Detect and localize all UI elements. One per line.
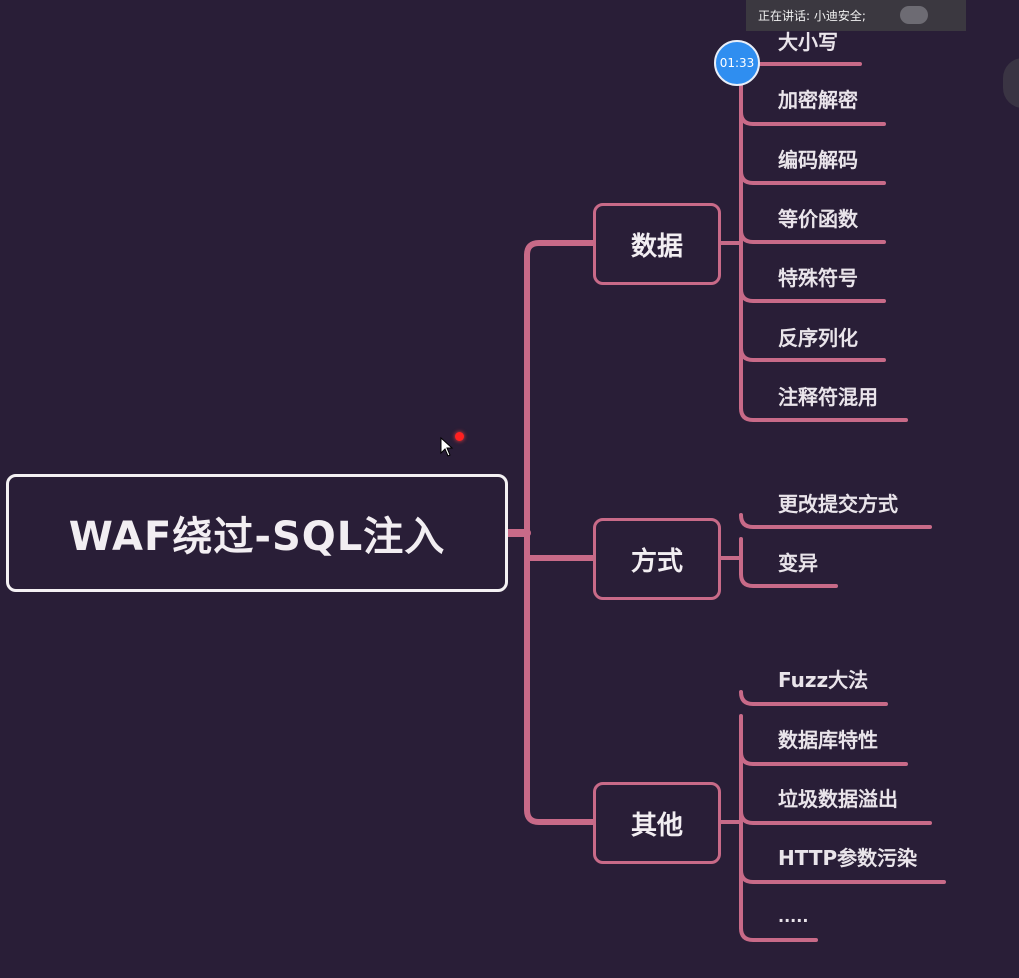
leaf-item: 特殊符号 (778, 266, 858, 290)
leaf-underline (739, 750, 908, 766)
trunk-vertical (524, 252, 596, 825)
leaf-underline (739, 690, 888, 706)
leaf-item: HTTP参数污染 (778, 846, 918, 870)
leaf-item: 更改提交方式 (778, 492, 898, 516)
timer-value: 01:33 (719, 56, 755, 70)
leaf-item: 变异 (778, 551, 818, 575)
leaf-underline (739, 406, 908, 422)
leaf-item: 数据库特性 (778, 728, 878, 752)
branch-node-other: 其他 (593, 782, 721, 864)
branch-label: 数据 (630, 231, 683, 262)
leaf-item: Fuzz大法 (778, 668, 869, 692)
side-panel-toggle[interactable] (1003, 58, 1019, 108)
branch-node-method: 方式 (593, 518, 721, 600)
leaf-item: ..... (778, 907, 809, 926)
speaker-name: 小迪安全; (813, 9, 866, 23)
leaf-item: 注释符混用 (778, 385, 878, 409)
leaf-underline (739, 513, 932, 529)
leaf-underline (739, 169, 886, 185)
leaf-underline (739, 868, 946, 884)
root-node: WAF绕过-SQL注入 (6, 474, 508, 592)
timer-badge[interactable]: 01:33 (714, 40, 760, 86)
speaking-prefix: 正在讲话: (758, 9, 814, 23)
laser-pointer-icon (455, 432, 464, 441)
leaf-underline (739, 926, 818, 942)
blurred-avatar-icon (900, 6, 928, 24)
speaking-indicator: 正在讲话: 小迪安全; (746, 0, 966, 31)
trunk-to-branch-data (524, 240, 596, 258)
branch-label: 其他 (630, 810, 683, 841)
leaf-underline (739, 809, 932, 825)
leaf-item: 加密解密 (778, 88, 858, 112)
leaf-underline (739, 287, 886, 303)
mouse-pointer-icon (440, 437, 454, 457)
leaf-underline (739, 228, 886, 244)
branch-label: 方式 (630, 546, 683, 577)
leaf-item: 等价函数 (778, 207, 858, 231)
leaf-underline (739, 110, 886, 126)
leaf-underline (739, 572, 838, 588)
root-title: WAF绕过-SQL注入 (68, 514, 446, 560)
leaf-item: 反序列化 (778, 326, 858, 350)
branch-node-data: 数据 (593, 203, 721, 285)
leaf-item: 垃圾数据溢出 (778, 787, 898, 811)
leaf-item: 大小写 (778, 30, 838, 54)
leaf-item: 编码解码 (778, 148, 858, 172)
leaf-underline (739, 346, 886, 362)
